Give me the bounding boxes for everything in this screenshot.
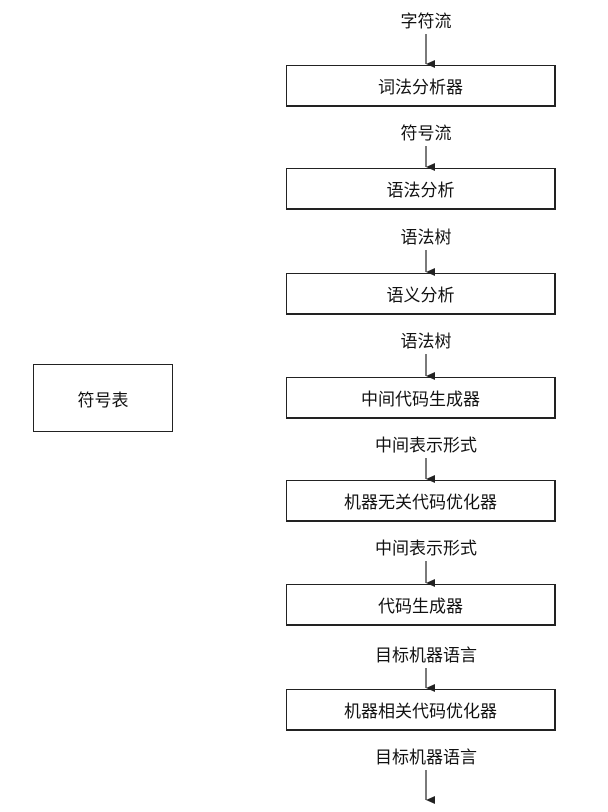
flow-label-ir-2: 中间表示形式	[375, 539, 477, 559]
stage-ir-generator: 中间代码生成器	[286, 377, 556, 419]
stage-label: 代码生成器	[378, 597, 463, 617]
flow-label-char-stream: 字符流	[400, 12, 452, 32]
flow-label-target-code-2: 目标机器语言	[375, 748, 477, 768]
stage-syntax-analysis: 语法分析	[286, 168, 556, 210]
flow-label-syntax-tree: 语法树	[400, 228, 452, 248]
flow-label-target-code: 目标机器语言	[375, 646, 477, 666]
stage-label: 语义分析	[386, 286, 455, 306]
flow-label-token-stream: 符号流	[400, 124, 452, 144]
symbol-table-box: 符号表	[33, 364, 173, 432]
flow-label-ir: 中间表示形式	[375, 436, 477, 456]
stage-semantic-analysis: 语义分析	[286, 273, 556, 315]
stage-label: 中间代码生成器	[361, 390, 480, 410]
stage-lexical-analyzer: 词法分析器	[286, 65, 556, 107]
flow-label-syntax-tree-2: 语法树	[400, 332, 452, 352]
stage-label: 机器无关代码优化器	[344, 493, 497, 513]
stage-label: 词法分析器	[378, 78, 463, 98]
stage-code-generator: 代码生成器	[286, 584, 556, 626]
symbol-table-label: 符号表	[77, 390, 129, 411]
stage-label: 语法分析	[386, 181, 455, 201]
stage-machine-dependent-optimizer: 机器相关代码优化器	[286, 689, 556, 731]
stage-label: 机器相关代码优化器	[344, 702, 497, 722]
stage-machine-independent-optimizer: 机器无关代码优化器	[286, 480, 556, 522]
